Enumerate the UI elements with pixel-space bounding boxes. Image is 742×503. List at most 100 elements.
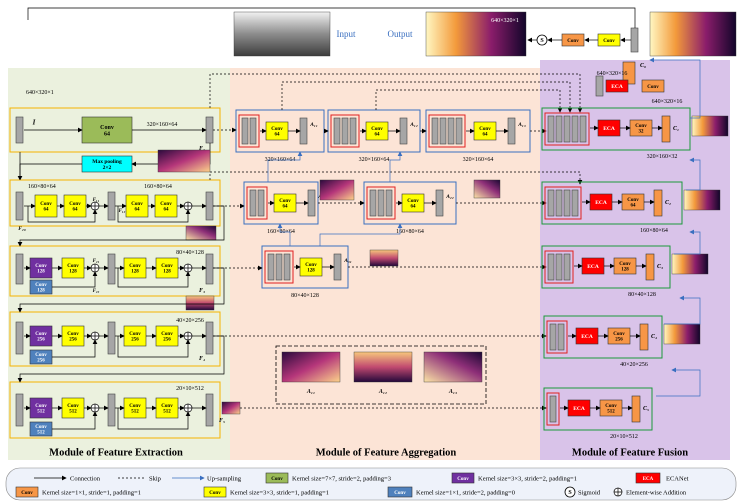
fuse-C4-stack — [557, 323, 565, 351]
fuse-C2-out — [653, 189, 663, 217]
agg-A22-out — [435, 189, 444, 217]
down-link-4 — [17, 335, 225, 383]
F51-feature — [107, 393, 116, 427]
legend-conv-purple-label: Conv — [457, 477, 469, 482]
fuse-C3-stack — [563, 253, 571, 281]
fuse-C2-size: 160×80×64 — [640, 228, 668, 234]
down-link-3 — [17, 267, 225, 313]
agg-A22-stack — [385, 189, 393, 217]
fuse-C4-stack — [549, 323, 557, 351]
skip-r3-2 — [117, 268, 191, 288]
attention-maps-frame — [275, 345, 487, 405]
fuse-C1-stack — [579, 115, 587, 143]
agg-A21-stack — [249, 189, 257, 217]
agg-A13-stack — [455, 117, 463, 145]
legend-conv-blue-label: Conv — [394, 491, 406, 496]
legend-conv-orange — [15, 486, 39, 498]
agg-A11-out — [299, 117, 308, 145]
agg-A13-symbol: A₁₃ — [517, 122, 526, 128]
input-size: 640×320×1 — [26, 90, 54, 96]
F31-feature — [107, 253, 116, 285]
fuse-C1-stack — [571, 115, 579, 143]
legend-skip: Skip — [149, 475, 161, 482]
symbol-F20: F₂₀ — [18, 226, 26, 232]
fuse-C4-out — [639, 323, 649, 351]
fuse-C3-size: 80×40×128 — [628, 292, 656, 298]
agg-A31-stack — [275, 253, 283, 281]
legend-conv-blue — [387, 486, 413, 498]
agg-A12-red — [330, 114, 360, 148]
top-fuse-feature — [595, 75, 604, 97]
fuse-C5-size: 20×10×512 — [610, 434, 638, 440]
agg-A12-size: 320×160×64 — [359, 157, 390, 163]
stage-5-frame — [9, 381, 221, 439]
title-aggregation: Module of Feature Aggregation — [316, 448, 457, 459]
caption-A12: A₁₂ — [378, 389, 387, 395]
F50-feature — [15, 393, 24, 427]
fuse-C5-stack — [549, 395, 557, 423]
fuse-C1-eca-label: ECA — [603, 126, 615, 132]
legend-add: Element-wise Addition — [626, 489, 687, 496]
skip-r2-2 — [117, 206, 191, 223]
fuse-C1-heat — [691, 115, 729, 137]
legend-k3: Kernel size=1×1, stride=1, padding=1 — [42, 489, 141, 496]
agg-A31-symbol: A₃₁ — [343, 258, 352, 264]
input-line-top — [27, 7, 636, 28]
agg-A31-stack — [283, 253, 291, 281]
heat-A31 — [369, 249, 399, 267]
legend-connection: Connection — [70, 475, 101, 482]
symbol-F5: F₅ — [219, 418, 225, 424]
upsample-3 — [277, 223, 291, 246]
agg-A31-stack — [267, 253, 275, 281]
input-label: Input — [337, 29, 356, 39]
upsample-fuse-5 — [656, 367, 701, 397]
down-link-2 — [17, 205, 225, 247]
title-fusion: Module of Feature Fusion — [572, 448, 688, 459]
agg-A13-out — [507, 117, 516, 145]
fuse-C1-out — [661, 115, 671, 143]
upsample-fuse-3 — [674, 229, 701, 255]
agg-A22-stack — [369, 189, 377, 217]
agg-A22-stack — [377, 189, 385, 217]
fuse-C5-out — [631, 395, 641, 423]
input-feature — [15, 116, 24, 144]
upsample-4 — [319, 223, 403, 246]
input-image — [233, 11, 331, 57]
symbol-F22: F₂₂ — [93, 289, 100, 294]
heat-F5 — [221, 401, 241, 415]
skip-long-2 — [281, 81, 573, 113]
upsample-fuse-4 — [664, 295, 701, 325]
fuse-C3-out — [645, 253, 655, 281]
legend-sigmoid-glyph: S — [568, 490, 572, 496]
legend-k5: Kernel size=1×1, stride=2, padding=0 — [416, 489, 515, 496]
fuse-C5-frame — [543, 387, 653, 431]
agg-A12-stack — [341, 117, 349, 145]
legend-upsampling: Up-sampling — [207, 475, 242, 482]
add-icon-cross — [184, 264, 192, 272]
fuse-C4-eca-label: ECA — [581, 334, 593, 340]
attention-map-A13 — [423, 351, 483, 383]
conv-top-orange-label: Conv — [647, 85, 659, 90]
add-icon-cross — [614, 488, 622, 496]
size-s3: 160×80×64 — [144, 184, 172, 190]
fuse-C3-stack — [547, 253, 555, 281]
output-label: Output — [387, 29, 413, 39]
agg-A21-stack — [257, 189, 265, 217]
fuse-C2-frame — [541, 181, 683, 225]
size-s1: 320×160×64 — [147, 122, 178, 128]
add-icon-cross — [91, 404, 99, 412]
skip-r4-2 — [117, 336, 191, 358]
